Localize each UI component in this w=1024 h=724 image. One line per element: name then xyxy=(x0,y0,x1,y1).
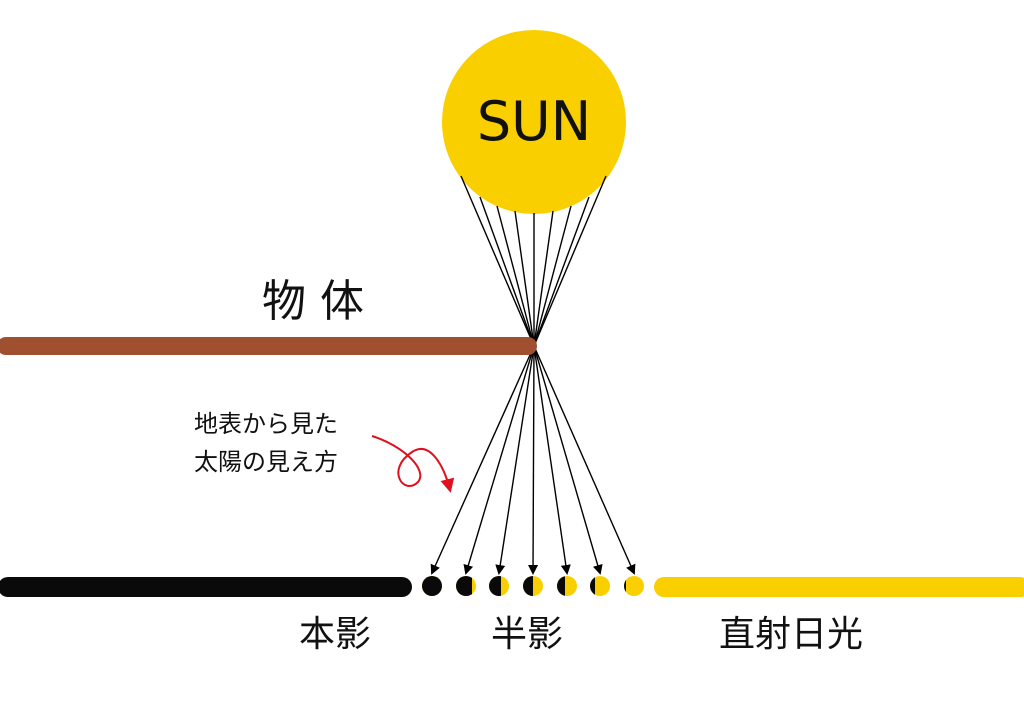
annotation-line-1: 地表から見た xyxy=(194,410,338,438)
object-label: 物 体 xyxy=(262,276,364,327)
penumbra-phase-dot xyxy=(590,576,610,596)
ray-lower xyxy=(495,345,535,575)
ray-lower xyxy=(533,345,636,575)
penumbra-label: 半影 xyxy=(491,614,563,655)
ray-lower xyxy=(533,345,571,575)
ray-lower xyxy=(463,345,535,575)
ray-upper xyxy=(533,210,554,347)
penumbra-phase-dot xyxy=(489,576,509,596)
ray-lower xyxy=(430,345,535,575)
penumbra-phase-dot xyxy=(456,576,476,596)
penumbra-phase-dot xyxy=(624,576,644,596)
ray-upper xyxy=(514,210,535,347)
ray-lower xyxy=(528,345,539,575)
ray-upper xyxy=(460,175,535,347)
ray-lower xyxy=(533,345,603,575)
penumbra-phase-dots xyxy=(422,576,644,596)
ray-upper xyxy=(533,175,607,347)
ray-upper xyxy=(496,205,535,347)
ray-upper xyxy=(533,205,572,347)
penumbra-phase-dot xyxy=(557,576,577,596)
direct-sunlight-label: 直射日光 xyxy=(719,614,863,655)
sun-disc xyxy=(442,30,626,214)
ray-upper xyxy=(479,196,535,347)
annotation-line-2: 太陽の見え方 xyxy=(194,448,338,476)
sun-label: SUN xyxy=(477,90,591,153)
ray-upper xyxy=(533,196,590,347)
annotation-arrow xyxy=(371,435,455,493)
umbra-label: 本影 xyxy=(299,614,371,655)
light-rays xyxy=(430,175,636,575)
penumbra-phase-dot xyxy=(523,576,543,596)
penumbra-phase-dot xyxy=(422,576,442,596)
